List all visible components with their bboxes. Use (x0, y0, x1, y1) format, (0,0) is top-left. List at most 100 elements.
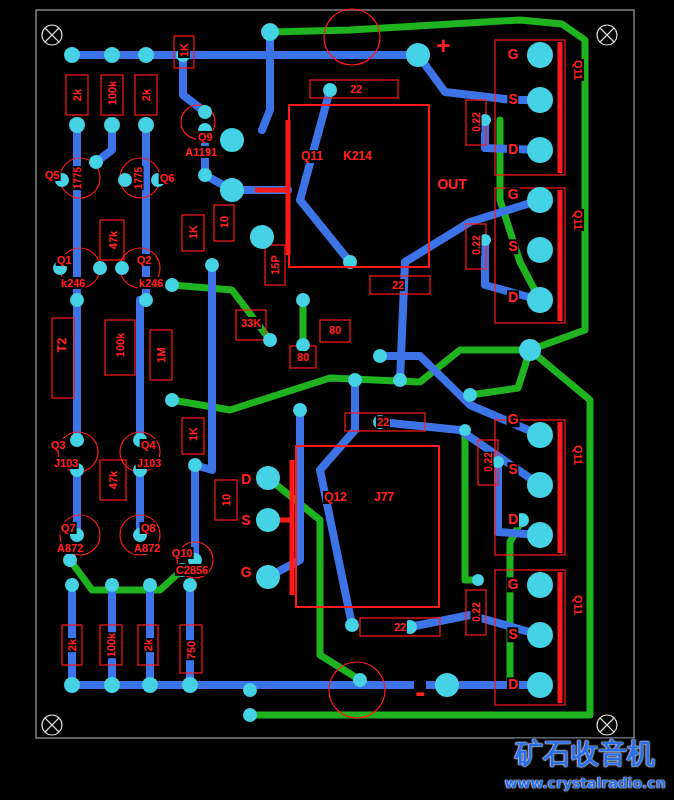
component-label: k246 (138, 277, 164, 289)
component-outline (466, 224, 486, 269)
mounting-hole (597, 715, 617, 735)
solder-pad (527, 622, 553, 648)
heatsink-tab (255, 188, 288, 193)
heatsink-tab (290, 460, 295, 595)
solder-pad (256, 508, 280, 532)
pin-name: S (240, 513, 251, 528)
solder-pad (527, 137, 553, 163)
component-label: 100k (114, 332, 126, 358)
component-outline (345, 413, 425, 431)
solder-pad (70, 293, 84, 307)
heatsink-tab (558, 572, 563, 703)
component-outline (320, 320, 350, 342)
component-label: 2k (140, 88, 152, 102)
component-label: 10 (220, 493, 232, 507)
copper-trace (142, 125, 150, 300)
heatsink-tab (558, 42, 563, 173)
solder-pad (64, 47, 80, 63)
solder-pad (138, 47, 154, 63)
component-label: 0.22 (483, 451, 494, 472)
solder-pad (435, 673, 459, 697)
component-outline (360, 618, 440, 636)
component-label: 47k (107, 230, 119, 250)
copper-trace (73, 125, 81, 300)
component-outline (329, 662, 385, 718)
pin-name: D (507, 677, 519, 692)
component-outline (101, 75, 123, 115)
solder-pad (182, 677, 198, 693)
board-outline (36, 10, 634, 738)
component-label: 2k (66, 638, 78, 652)
component-label: Q9 (197, 131, 214, 143)
component-label: 2k (71, 88, 83, 102)
component-outline (495, 40, 565, 175)
heatsink-tab (558, 190, 563, 321)
component-label: 33K (240, 317, 262, 329)
component-outline (466, 590, 486, 635)
component-label: 2k (142, 638, 154, 652)
component-label: Q6 (159, 172, 176, 184)
solder-pad (220, 178, 244, 202)
solder-pad (69, 117, 85, 133)
component-label: Q2 (136, 254, 153, 266)
solder-pad (63, 553, 77, 567)
component-label: 22 (349, 83, 363, 95)
copper-trace (191, 465, 199, 560)
component-outline (180, 625, 202, 673)
solder-pad (165, 393, 179, 407)
component-label: 1775 (133, 166, 144, 190)
component-outline (100, 460, 126, 500)
solder-pad (104, 47, 120, 63)
component-outline (370, 276, 430, 294)
component-label: 80 (296, 351, 310, 363)
pin-name: OUT (436, 177, 468, 192)
component-outline (182, 215, 204, 251)
green-traces (70, 20, 590, 715)
component-outline (182, 418, 204, 454)
transistor-outlines (58, 9, 385, 718)
copper-trace (250, 350, 590, 715)
component-outline (495, 570, 565, 705)
copper-trace (320, 380, 355, 625)
pin-name: S (507, 92, 518, 107)
component-label: 22 (393, 621, 407, 633)
component-label: Q11 (572, 444, 584, 466)
pin-name: G (507, 412, 520, 427)
pin-name: S (507, 627, 518, 642)
solder-pad (188, 458, 202, 472)
part-name: K214 (342, 150, 373, 163)
solder-pad (345, 618, 359, 632)
solder-pad (105, 578, 119, 592)
solder-pad (293, 403, 307, 417)
solder-pad (527, 87, 553, 113)
solder-pad (527, 42, 553, 68)
solder-pad (323, 83, 337, 97)
component-label: Q11 (572, 59, 584, 81)
copper-trace (172, 285, 270, 340)
component-label: Q3 (50, 439, 67, 451)
part-name: Q12 (323, 491, 348, 504)
solder-pad (492, 456, 504, 468)
pin-name: + (435, 33, 451, 59)
solder-pad (165, 278, 179, 292)
pin-name: - (414, 675, 426, 708)
component-outline (52, 318, 74, 398)
solder-pad (118, 173, 132, 187)
component-outline (495, 188, 565, 323)
tab-bars (255, 42, 560, 703)
solder-pad (519, 339, 541, 361)
solder-pad (527, 287, 553, 313)
solder-pad (143, 578, 157, 592)
component-label: Q10 (171, 547, 194, 559)
copper-trace (136, 300, 144, 440)
part-name: Q11 (300, 150, 324, 163)
component-label: 47k (107, 470, 119, 490)
solder-pad (243, 683, 257, 697)
component-outline (66, 75, 88, 115)
component-label: 1K (178, 42, 190, 58)
component-outlines (52, 36, 565, 705)
copper-trace (146, 585, 154, 685)
component-label: 1K (187, 224, 199, 240)
copper-trace (418, 55, 540, 100)
